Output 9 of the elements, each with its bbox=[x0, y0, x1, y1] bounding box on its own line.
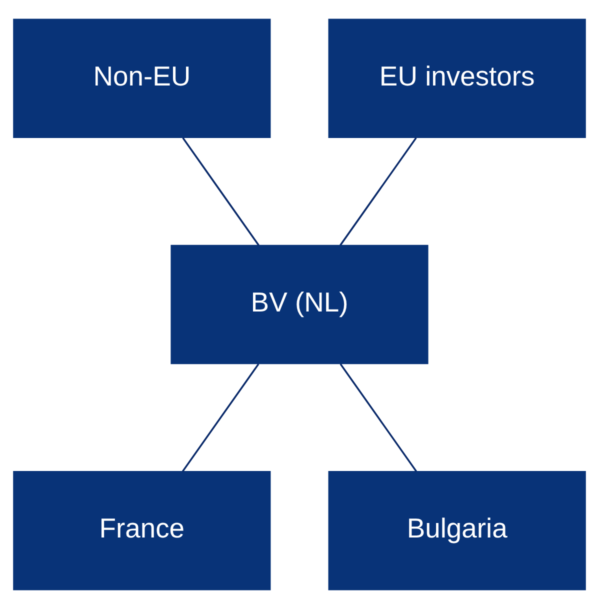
node-box: BV (NL) bbox=[170, 244, 428, 364]
node-box: France bbox=[13, 471, 271, 590]
node-box: Non-EU bbox=[13, 18, 271, 138]
node-box: EU investors bbox=[328, 18, 586, 138]
connector bbox=[340, 137, 417, 246]
connector bbox=[182, 363, 260, 472]
node-box: Bulgaria bbox=[328, 471, 586, 590]
connector bbox=[182, 137, 260, 246]
connector bbox=[340, 363, 418, 472]
